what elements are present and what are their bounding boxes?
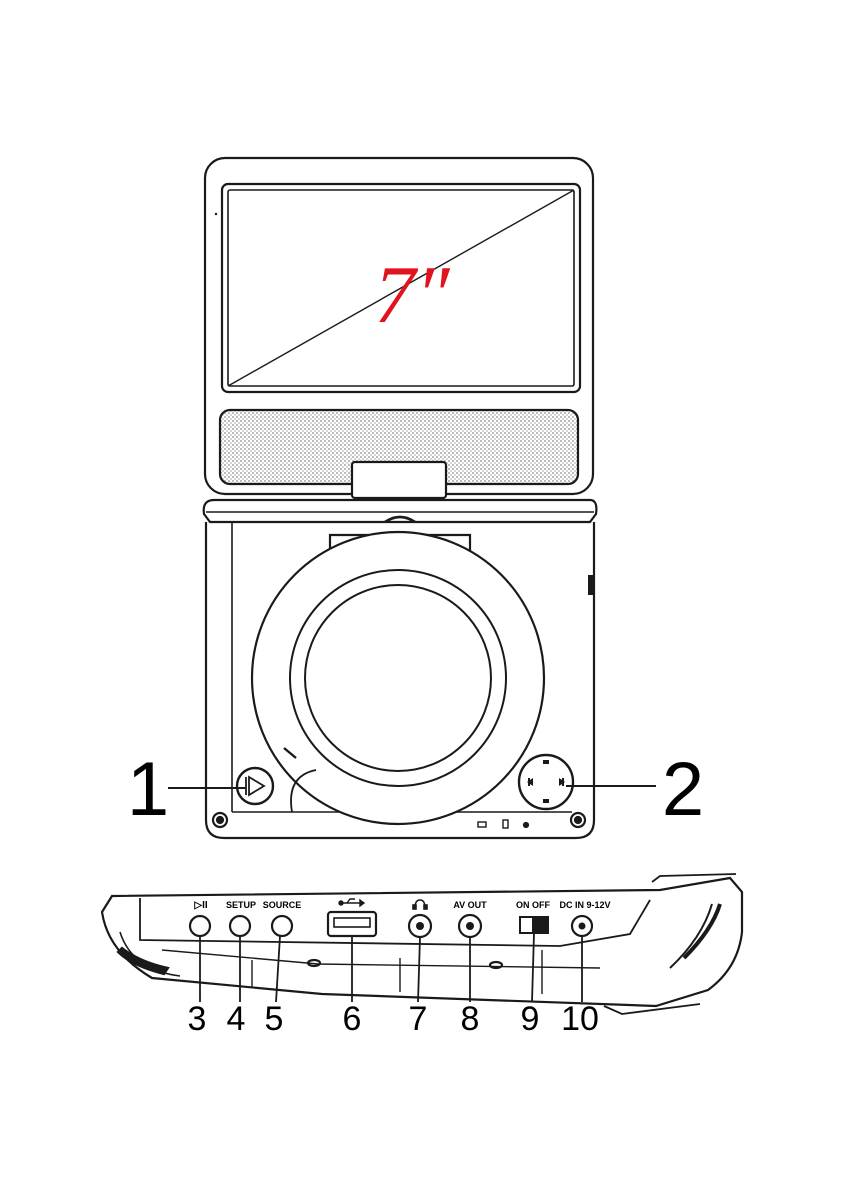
setup-label: SETUP bbox=[226, 900, 256, 910]
power-led-icon bbox=[478, 822, 486, 827]
ir-sensor-icon bbox=[524, 823, 528, 827]
play-pause-label: ▷II bbox=[193, 900, 207, 911]
player-side-view bbox=[102, 874, 742, 1014]
hinge-block bbox=[352, 462, 446, 498]
base-rim bbox=[204, 500, 597, 522]
av-out-jack[interactable] bbox=[459, 915, 481, 937]
source-label: SOURCE bbox=[263, 900, 302, 910]
side-body-outline bbox=[102, 878, 742, 1006]
open-lid-button[interactable] bbox=[237, 768, 273, 804]
usb-port[interactable] bbox=[328, 912, 376, 936]
callout-4: 4 bbox=[227, 1000, 246, 1038]
callout-9: 9 bbox=[521, 1000, 540, 1038]
callout-10: 10 bbox=[561, 1000, 599, 1038]
callout-5: 5 bbox=[265, 1000, 284, 1038]
on-off-label: ON OFF bbox=[516, 900, 550, 910]
callout-7: 7 bbox=[409, 1000, 428, 1038]
callout-3: 3 bbox=[188, 1000, 207, 1038]
source-button[interactable] bbox=[272, 916, 292, 936]
callout-2: 2 bbox=[662, 747, 704, 832]
setup-button[interactable] bbox=[230, 916, 250, 936]
screen-size-label: 7″ bbox=[374, 249, 450, 340]
headphone-icon bbox=[413, 900, 427, 909]
power-switch[interactable] bbox=[520, 917, 548, 933]
lid-indicator bbox=[215, 213, 217, 215]
usb-icon bbox=[339, 899, 364, 906]
callout-8: 8 bbox=[461, 1000, 480, 1038]
headphone-jack[interactable] bbox=[409, 915, 431, 937]
av-out-label: AV OUT bbox=[453, 900, 487, 910]
navigation-pad[interactable] bbox=[519, 755, 573, 809]
callout-6: 6 bbox=[343, 1000, 362, 1038]
play-pause-button[interactable] bbox=[190, 916, 210, 936]
dc-in-jack[interactable] bbox=[572, 916, 592, 936]
charge-led-icon bbox=[503, 820, 508, 828]
dc-in-label: DC IN 9-12V bbox=[559, 900, 610, 910]
disc-cover-outer bbox=[252, 532, 544, 824]
callout-1: 1 bbox=[127, 747, 169, 832]
